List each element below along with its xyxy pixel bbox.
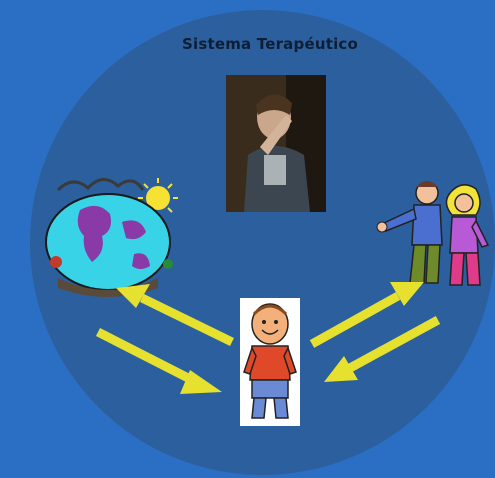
arrow-child-to-family (309, 282, 424, 348)
child-icon (240, 298, 300, 426)
arrow-child-to-environment (116, 284, 234, 347)
therapist-photo (226, 75, 326, 212)
arrow-environment-to-child (95, 327, 222, 394)
arrow-family-to-child (324, 316, 441, 382)
diagram-title: Sistema Terapéutico (181, 35, 359, 53)
globe-icon (18, 170, 198, 300)
therapist-photo-icon (226, 75, 326, 212)
family-icon (372, 175, 492, 290)
